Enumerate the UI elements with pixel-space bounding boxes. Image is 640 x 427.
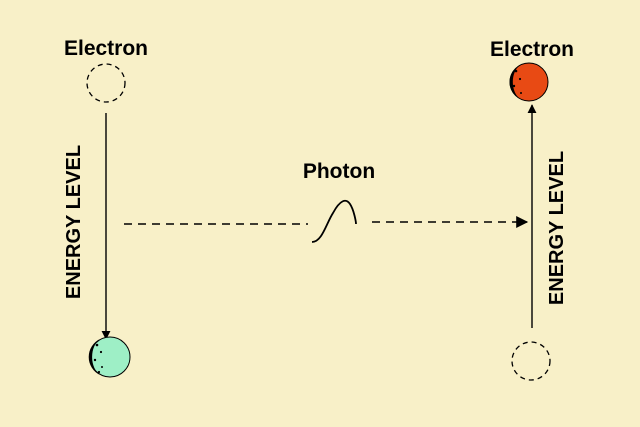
photon-label: Photon	[303, 160, 375, 183]
electron-high-energy	[509, 62, 549, 102]
electron-empty-right	[511, 341, 551, 381]
electron-low-energy	[88, 336, 131, 378]
energy-level-label-left: ENERGY LEVEL	[63, 145, 85, 299]
electron-label-left: Electron	[64, 37, 148, 60]
photon-wave	[311, 199, 357, 243]
energy-level-label-right: ENERGY LEVEL	[546, 151, 568, 305]
electron-label-right: Electron	[490, 38, 574, 61]
electron-empty-left	[86, 63, 126, 103]
